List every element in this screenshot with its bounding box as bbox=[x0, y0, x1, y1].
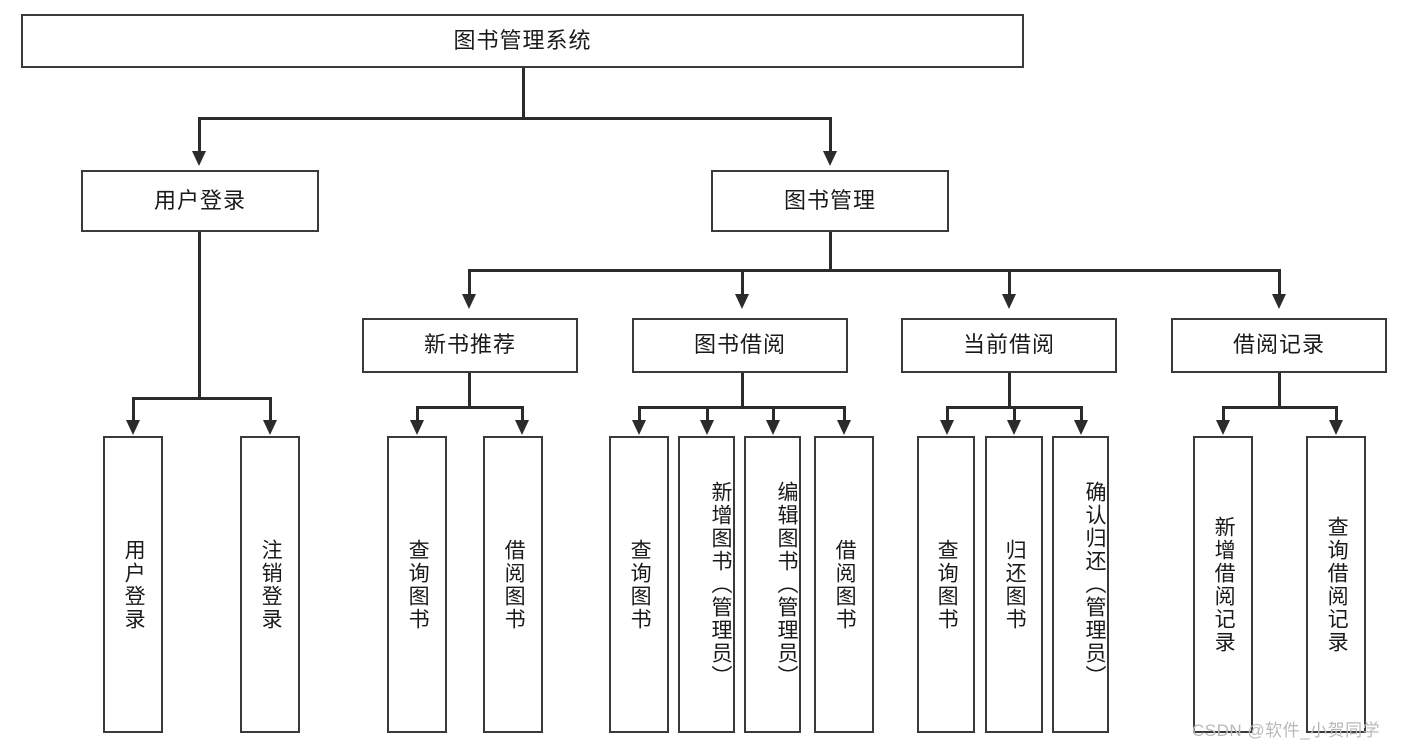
node-label: 用户登录 bbox=[122, 538, 146, 631]
edge-new-book-stem bbox=[468, 373, 471, 408]
node-label: 当前借阅 bbox=[962, 332, 1055, 358]
leaf-borrow-record-add-record[interactable]: 新增借阅记录 bbox=[1193, 436, 1253, 733]
leaf-user-login-logout[interactable]: 注销登录 bbox=[240, 436, 300, 733]
node-label: 图书借阅 bbox=[693, 332, 786, 358]
node-label: 用户登录 bbox=[153, 187, 246, 213]
edge-book-mgmt-stem bbox=[829, 232, 832, 271]
node-root-system[interactable]: 图书管理系统 bbox=[21, 14, 1024, 68]
leaf-current-borrow-confirm-return-admin[interactable]: 确认归还（管理员） bbox=[1052, 436, 1109, 733]
edge-new-book-to-leaf-1 bbox=[416, 406, 419, 422]
edge-current-borrow-to-leaf-1 bbox=[946, 406, 949, 422]
node-label: 借阅记录 bbox=[1232, 332, 1325, 358]
edge-current-borrow-stem bbox=[1008, 373, 1011, 408]
edge-book-borrow-to-leaf-4 bbox=[843, 406, 846, 422]
node-label: 新增图书（管理员） bbox=[709, 481, 732, 688]
leaf-current-borrow-return-book[interactable]: 归还图书 bbox=[985, 436, 1043, 733]
node-label: 新增借阅记录 bbox=[1212, 515, 1236, 654]
edge-book-borrow-stem bbox=[741, 373, 744, 408]
arrowhead-book-mgmt-current bbox=[1002, 294, 1016, 309]
arrowhead-book-borrow-leaf-2 bbox=[700, 420, 714, 435]
node-new-book-recommend[interactable]: 新书推荐 bbox=[362, 318, 578, 373]
edge-borrow-record-stem bbox=[1278, 373, 1281, 408]
edge-book-mgmt-to-new-book bbox=[468, 269, 471, 296]
edge-new-book-to-leaf-2 bbox=[521, 406, 524, 422]
node-label: 借阅图书 bbox=[502, 538, 526, 631]
leaf-user-login-login[interactable]: 用户登录 bbox=[103, 436, 163, 733]
leaf-book-borrow-borrow-book[interactable]: 借阅图书 bbox=[814, 436, 874, 733]
leaf-new-book-borrow-book[interactable]: 借阅图书 bbox=[483, 436, 543, 733]
arrowhead-borrow-record-leaf-2 bbox=[1329, 420, 1343, 435]
edge-borrow-record-to-leaf-2 bbox=[1335, 406, 1338, 422]
arrowhead-book-borrow-leaf-1 bbox=[632, 420, 646, 435]
edge-borrow-record-to-leaf-1 bbox=[1222, 406, 1225, 422]
edge-user-login-to-leaf-1 bbox=[132, 397, 135, 422]
node-label: 借阅图书 bbox=[833, 538, 857, 631]
leaf-new-book-query-book[interactable]: 查询图书 bbox=[387, 436, 447, 733]
node-label: 图书管理系统 bbox=[453, 27, 592, 53]
edge-user-login-bus bbox=[132, 397, 270, 400]
arrowhead-new-book-leaf-1 bbox=[410, 420, 424, 435]
edge-root-stem bbox=[522, 68, 525, 117]
arrowhead-root-to-book-mgmt bbox=[823, 151, 837, 166]
arrowhead-book-borrow-leaf-4 bbox=[837, 420, 851, 435]
node-label: 注销登录 bbox=[259, 538, 283, 631]
leaf-borrow-record-query-record[interactable]: 查询借阅记录 bbox=[1306, 436, 1366, 733]
node-book-management[interactable]: 图书管理 bbox=[711, 170, 949, 232]
node-label: 图书管理 bbox=[783, 187, 876, 213]
edge-user-login-to-leaf-2 bbox=[269, 397, 272, 422]
edge-book-borrow-to-leaf-1 bbox=[638, 406, 641, 422]
edge-current-borrow-to-leaf-2 bbox=[1013, 406, 1016, 422]
arrowhead-current-borrow-leaf-2 bbox=[1007, 420, 1021, 435]
node-label: 查询图书 bbox=[406, 538, 430, 631]
arrowhead-book-mgmt-record bbox=[1272, 294, 1286, 309]
edge-root-to-user-login bbox=[198, 117, 201, 153]
edge-book-mgmt-to-record bbox=[1278, 269, 1281, 296]
arrowhead-book-mgmt-new-book bbox=[462, 294, 476, 309]
arrowhead-user-login-leaf-2 bbox=[263, 420, 277, 435]
arrowhead-book-borrow-leaf-3 bbox=[766, 420, 780, 435]
edge-borrow-record-bus bbox=[1222, 406, 1336, 409]
edge-book-borrow-bus bbox=[638, 406, 845, 409]
edge-book-mgmt-to-current bbox=[1008, 269, 1011, 296]
node-book-borrow[interactable]: 图书借阅 bbox=[632, 318, 848, 373]
leaf-book-borrow-add-book-admin[interactable]: 新增图书（管理员） bbox=[678, 436, 735, 733]
edge-new-book-bus bbox=[416, 406, 522, 409]
node-current-borrow[interactable]: 当前借阅 bbox=[901, 318, 1117, 373]
arrowhead-book-mgmt-borrow bbox=[735, 294, 749, 309]
node-borrow-record[interactable]: 借阅记录 bbox=[1171, 318, 1387, 373]
watermark-text: CSDN @软件_小贺同学 bbox=[1192, 721, 1381, 740]
leaf-book-borrow-edit-book-admin[interactable]: 编辑图书（管理员） bbox=[744, 436, 801, 733]
node-label: 编辑图书（管理员） bbox=[775, 481, 798, 688]
edge-root-to-book-mgmt bbox=[829, 117, 832, 153]
node-label: 归还图书 bbox=[1003, 538, 1027, 631]
node-label: 查询图书 bbox=[628, 538, 652, 631]
edge-book-borrow-to-leaf-3 bbox=[772, 406, 775, 422]
node-label: 确认归还（管理员） bbox=[1083, 481, 1106, 688]
edge-user-login-stem bbox=[198, 232, 201, 399]
edge-root-bus bbox=[198, 117, 832, 120]
edge-book-mgmt-bus bbox=[468, 269, 1280, 272]
edge-current-borrow-to-leaf-3 bbox=[1080, 406, 1083, 422]
node-user-login[interactable]: 用户登录 bbox=[81, 170, 319, 232]
node-label: 查询图书 bbox=[935, 538, 959, 631]
edge-book-borrow-to-leaf-2 bbox=[706, 406, 709, 422]
leaf-book-borrow-query-book[interactable]: 查询图书 bbox=[609, 436, 669, 733]
arrowhead-current-borrow-leaf-1 bbox=[940, 420, 954, 435]
arrowhead-borrow-record-leaf-1 bbox=[1216, 420, 1230, 435]
leaf-current-borrow-query-book[interactable]: 查询图书 bbox=[917, 436, 975, 733]
edge-book-mgmt-to-borrow bbox=[741, 269, 744, 296]
arrowhead-user-login-leaf-1 bbox=[126, 420, 140, 435]
node-label: 新书推荐 bbox=[423, 332, 516, 358]
arrowhead-root-to-user-login bbox=[192, 151, 206, 166]
arrowhead-new-book-leaf-2 bbox=[515, 420, 529, 435]
node-label: 查询借阅记录 bbox=[1325, 515, 1349, 654]
arrowhead-current-borrow-leaf-3 bbox=[1074, 420, 1088, 435]
